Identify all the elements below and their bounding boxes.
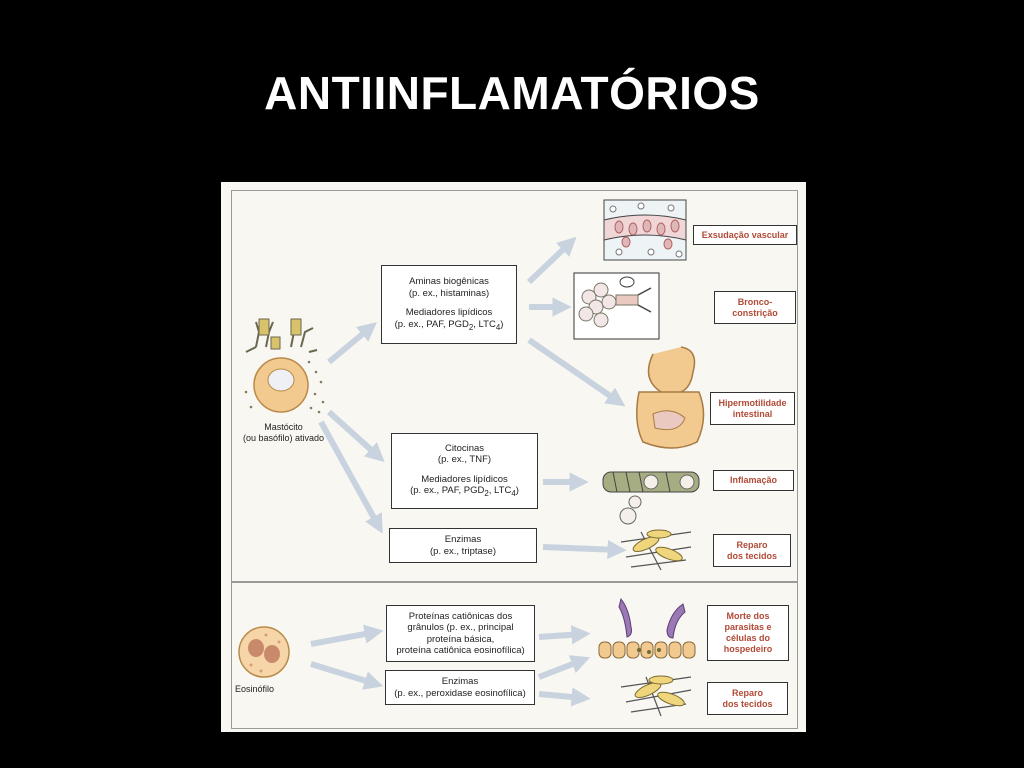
eosinophil-illustration (238, 626, 290, 678)
effect-repair-line1: Reparo (736, 539, 768, 550)
effect-parasite-host-death: Morte dos parasitas e células do hospede… (707, 605, 789, 661)
effect-death-line1: Morte dos (726, 611, 770, 621)
arrow-cationic-to-death (538, 625, 591, 645)
effect-intestinal-hypermotility: Hipermotilidade intestinal (710, 392, 795, 425)
cytokines-line2: (p. ex., TNF) (437, 454, 492, 466)
cytokines-line4: (p. ex., PAF, PGD2, LTC4) (410, 485, 519, 498)
effect-hypermotility-line1: Hipermotilidade (718, 397, 787, 408)
enzymes-mast-line2: (p. ex., triptase) (430, 545, 496, 557)
mast-cell-label-line1: Mastócito (264, 422, 303, 432)
cytokines-mediators-box: Citocinas (p. ex., TNF) Mediadores lipíd… (391, 433, 538, 509)
arrow-eos-to-cationic (310, 624, 384, 647)
mast-cell-label-line2: (ou basófilo) ativado (242, 433, 325, 443)
diagram-illustrations (238, 199, 705, 717)
tissue-repair-illustration (620, 529, 692, 571)
cytokines-line3: Mediadores lipídicos (421, 473, 508, 485)
amines-line3: Mediadores lipídicos (405, 307, 493, 319)
arrow-mast-to-amines (327, 322, 377, 365)
enzymes-eosinophil-box: Enzimas (p. ex., peroxidase eosinofílica… (385, 670, 535, 705)
inflammation-illustration (602, 471, 700, 525)
enzymes-eos-line1: Enzimas (441, 676, 479, 687)
arrow-mast-to-cytokines (326, 409, 385, 463)
effect-vascular-exudation: Exsudação vascular (693, 225, 797, 245)
mast-cell-illustration (244, 318, 325, 414)
amines-line2: (p. ex., histaminas) (408, 287, 490, 299)
effect-repair-line2: dos tecidos (726, 550, 777, 561)
arrow-amines-to-vascular (526, 236, 577, 285)
effect-hypermotility-line2: intestinal (732, 408, 773, 419)
arrow-enzymes-to-death (537, 655, 591, 680)
effect-repair2-line1: Reparo (731, 687, 763, 698)
amines-line4: (p. ex., PAF, PGD2, LTC4) (394, 318, 504, 332)
tissue-repair-illustration-2 (620, 675, 692, 717)
arrow-enzymes-to-repair (542, 539, 627, 560)
arrow-amines-to-intestine (527, 337, 626, 407)
effect-death-line2: parasitas e (724, 622, 772, 632)
enzymes-mast-line1: Enzimas (444, 534, 482, 545)
cytokines-line1: Citocinas (444, 442, 485, 454)
effect-broncho-line2: constrição (732, 307, 778, 318)
effect-death-line4: hospedeiro (723, 644, 773, 654)
effect-death-line3: células do (725, 633, 770, 643)
mast-cell-label: Mastócito (ou basófilo) ativado (231, 422, 336, 444)
bronchi-illustration (573, 272, 660, 340)
arrow-enzymes-to-repair2 (538, 687, 591, 707)
cationic-line3: proteína básica, (426, 633, 495, 645)
intestine-illustration (636, 346, 705, 449)
cationic-line4: proteína catiônica eosinofílica) (396, 645, 525, 656)
arrow-eos-to-enzymes (310, 661, 384, 690)
effect-broncho-line1: Bronco- (737, 296, 773, 307)
effect-inflammation: Inflamação (713, 470, 794, 491)
slide-title: ANTIINFLAMATÓRIOS (264, 67, 760, 119)
enzymes-mast-box: Enzimas (p. ex., triptase) (389, 528, 537, 563)
effect-tissue-repair-eosinophil: Reparo dos tecidos (707, 682, 788, 715)
mast-cell-section (231, 190, 798, 582)
effect-bronchoconstriction: Bronco- constrição (714, 291, 796, 324)
cationic-line1: Proteínas catiônicas dos (408, 610, 513, 622)
vascular-illustration (603, 199, 687, 261)
arrow-mast-to-enzymes (318, 420, 383, 534)
parasite-illustration (598, 597, 696, 659)
amines-mediators-box: Aminas biogênicas (p. ex., histaminas) M… (381, 265, 517, 344)
amines-line1: Aminas biogênicas (409, 276, 489, 288)
eosinophil-label: Eosinófilo (235, 684, 275, 694)
effect-tissue-repair: Reparo dos tecidos (713, 534, 791, 567)
figure-panel: Mastócito (ou basófilo) ativado Eosinófi… (221, 182, 806, 732)
cationic-proteins-box: Proteínas catiônicas dos grânulos (p. ex… (386, 605, 535, 662)
effect-repair2-line2: dos tecidos (722, 698, 773, 709)
enzymes-eos-line2: (p. ex., peroxidase eosinofílica) (394, 687, 526, 699)
cationic-line2: grânulos (p. ex., principal (407, 622, 514, 633)
